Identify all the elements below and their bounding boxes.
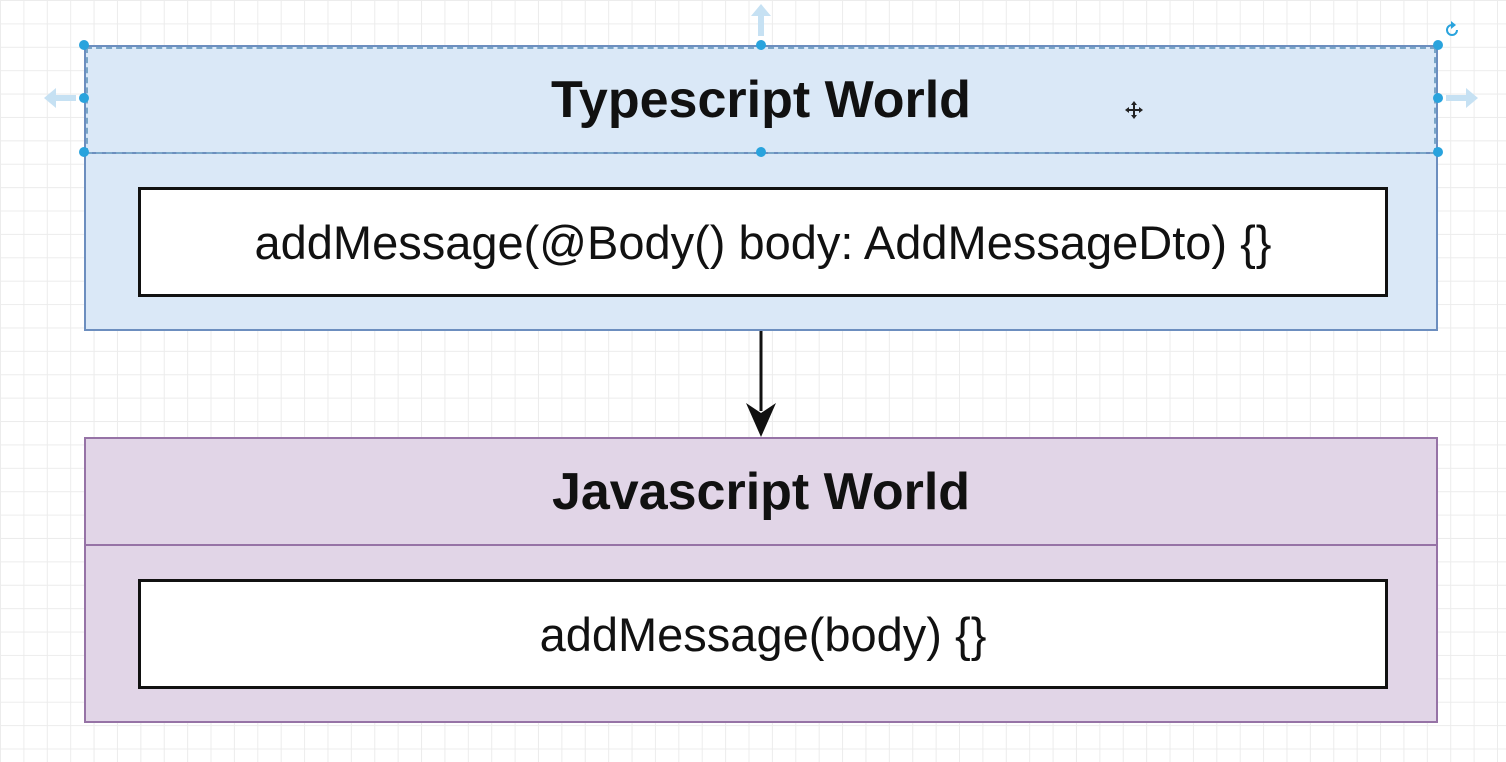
rotate-icon[interactable] [1443, 21, 1461, 39]
resize-handle-bottom[interactable] [756, 147, 766, 157]
arrow-left-icon[interactable] [44, 88, 76, 108]
typescript-world-title[interactable]: Typescript World [86, 47, 1436, 154]
move-cursor-icon [1125, 101, 1143, 119]
javascript-world-title[interactable]: Javascript World [86, 439, 1436, 546]
resize-handle-left[interactable] [79, 93, 89, 103]
resize-handle-right[interactable] [1433, 93, 1443, 103]
resize-handle-bottom-right[interactable] [1433, 147, 1443, 157]
resize-handle-top-right[interactable] [1433, 40, 1443, 50]
connector-arrowhead [746, 403, 776, 437]
resize-handle-bottom-left[interactable] [79, 147, 89, 157]
resize-handle-top[interactable] [756, 40, 766, 50]
javascript-code-box[interactable]: addMessage(body) {} [138, 579, 1388, 689]
connector-arrow[interactable] [745, 331, 777, 439]
typescript-code-box[interactable]: addMessage(@Body() body: AddMessageDto) … [138, 187, 1388, 297]
resize-handle-top-left[interactable] [79, 40, 89, 50]
arrow-up-icon[interactable] [751, 4, 771, 36]
javascript-world-container[interactable]: Javascript World addMessage(body) {} [84, 437, 1438, 723]
typescript-world-container[interactable]: Typescript World addMessage(@Body() body… [84, 45, 1438, 331]
arrow-right-icon[interactable] [1446, 88, 1478, 108]
